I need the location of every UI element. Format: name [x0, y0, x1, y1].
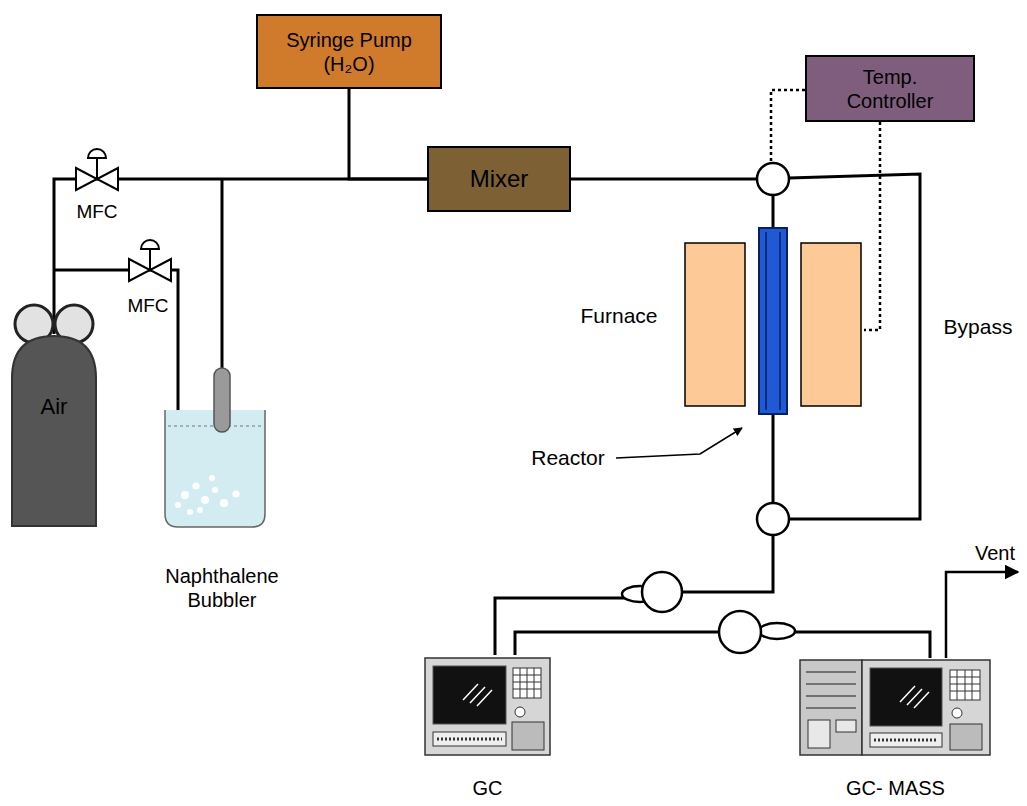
outlet-line [680, 535, 773, 592]
node-label: Air [41, 394, 68, 420]
reactor-line [772, 195, 775, 503]
node-label: Syringe Pump (H₂O) [279, 28, 419, 76]
bubbler-outlet-line [221, 179, 224, 372]
mixer-box: Mixer [427, 146, 571, 212]
furnace-block [801, 243, 861, 406]
furnace-block [685, 243, 745, 406]
leader-line [616, 428, 742, 458]
vent-label: Vent [970, 541, 1020, 565]
syringe-pump-box: Syringe Pump (H₂O) [256, 14, 442, 89]
gc-computer [425, 658, 550, 755]
gc-sample-line [495, 598, 642, 655]
naphthalene-bubbler [165, 368, 265, 527]
gc-mass-instrument [800, 660, 990, 755]
gc-unit: GC [420, 655, 555, 800]
reactor-tube [759, 228, 787, 414]
pipe-connector [349, 89, 427, 179]
furnace-label: Furnace [569, 303, 669, 328]
vent-line [946, 572, 1018, 658]
bypass-label: Bypass [938, 314, 1018, 339]
sampling-valve [719, 611, 795, 653]
node-label: GC [473, 776, 503, 800]
mfc-label: MFC [67, 201, 127, 224]
node-label: GC- MASS [846, 776, 945, 800]
reactor-label: Reactor [523, 445, 613, 470]
pipe-connector [515, 632, 930, 658]
three-way-valve [757, 503, 789, 535]
feed-line [571, 178, 757, 181]
bypass-line [789, 174, 920, 519]
cylinder-outline [10, 334, 98, 528]
sampling-valve [622, 572, 682, 612]
air-cylinder: Air [10, 334, 98, 528]
mfc-valve [129, 240, 171, 281]
mfc-valve [76, 149, 118, 190]
node-label: Mixer [470, 165, 529, 194]
node-label: Temp. Controller [828, 65, 953, 113]
three-way-valve [757, 163, 789, 195]
bubbler-label: Naphthalene Bubbler [157, 564, 287, 612]
control-signal-line [771, 90, 805, 163]
control-signal-line [864, 122, 880, 330]
pipe-connector [54, 179, 427, 334]
mfc-label: MFC [118, 295, 178, 318]
reactor-wall [766, 232, 780, 410]
temp-controller-box: Temp. Controller [805, 55, 975, 122]
gc-mass-unit: GC- MASS [798, 658, 993, 800]
